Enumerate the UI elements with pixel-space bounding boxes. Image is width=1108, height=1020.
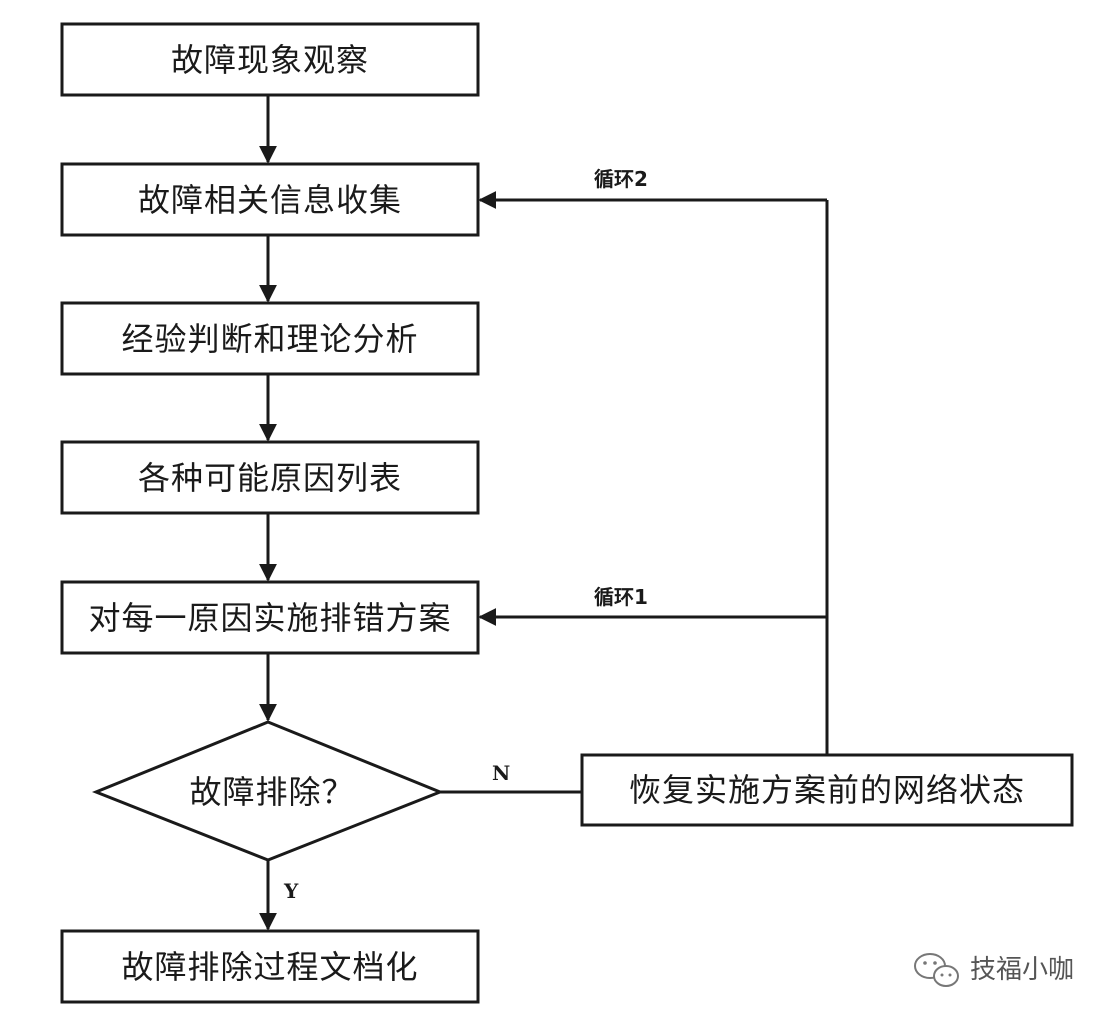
node-implement-label: 对每一原因实施排错方案 [88, 599, 451, 637]
node-observe: 故障现象观察 [60, 22, 480, 97]
label-no: N [492, 761, 510, 785]
watermark: 技福小咖 [914, 953, 1074, 987]
node-decision-label: 故障排除？ [189, 773, 354, 811]
node-causes: 各种可能原因列表 [60, 440, 480, 515]
node-collect-label: 故障相关信息收集 [138, 181, 402, 219]
node-analyze: 经验判断和理论分析 [60, 301, 480, 376]
node-restore-label: 恢复实施方案前的网络状态 [629, 771, 1025, 809]
node-document-label: 故障排除过程文档化 [121, 948, 418, 986]
node-restore: 恢复实施方案前的网络状态 [580, 753, 1074, 827]
label-loop1: 循环1 [594, 585, 648, 609]
wechat-icon [914, 953, 959, 987]
watermark-text: 技福小咖 [970, 955, 1074, 985]
node-document: 故障排除过程文档化 [60, 929, 480, 1004]
node-decision: 故障排除？ [91, 720, 445, 862]
node-analyze-label: 经验判断和理论分析 [121, 320, 418, 358]
label-yes: Y [283, 879, 299, 903]
node-causes-label: 各种可能原因列表 [138, 459, 402, 497]
node-collect: 故障相关信息收集 [60, 162, 480, 237]
node-observe-label: 故障现象观察 [171, 41, 369, 79]
label-loop2: 循环2 [594, 167, 648, 191]
node-implement: 对每一原因实施排错方案 [60, 580, 480, 655]
